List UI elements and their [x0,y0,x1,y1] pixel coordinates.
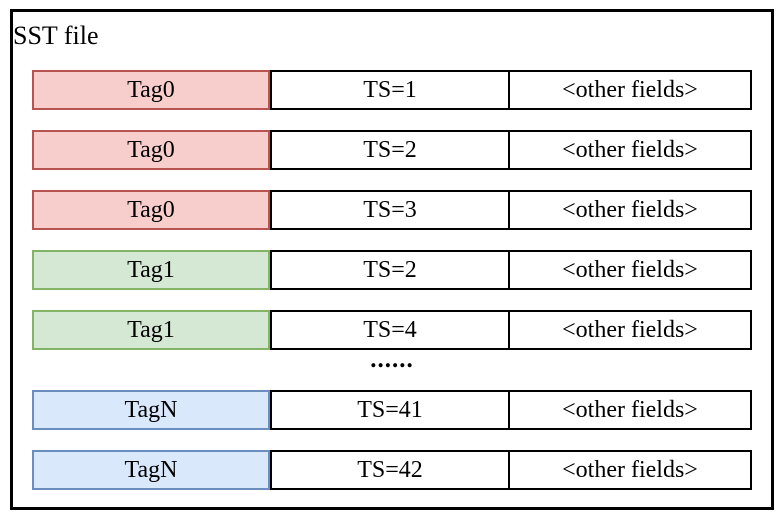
tag-cell: TagN [32,390,270,430]
tag-cell: Tag1 [32,310,270,350]
ts-cell: TS=1 [270,70,510,110]
tag-cell: TagN [32,450,270,490]
tag-cell: Tag0 [32,70,270,110]
tag-cell: Tag0 [32,190,270,230]
other-fields-cell: <other fields> [508,250,752,290]
other-fields-cell: <other fields> [508,70,752,110]
sst-file-label: SST file [13,21,99,50]
other-fields-cell: <other fields> [508,390,752,430]
other-fields-cell: <other fields> [508,310,752,350]
sst-row: TagN TS=42 <other fields> [32,450,756,490]
ts-cell: TS=4 [270,310,510,350]
ts-cell: TS=2 [270,130,510,170]
other-fields-cell: <other fields> [508,130,752,170]
sst-row: Tag0 TS=1 <other fields> [32,70,756,110]
tag-cell: Tag1 [32,250,270,290]
ts-cell: TS=42 [270,450,510,490]
sst-row: Tag1 TS=4 <other fields> [32,310,756,350]
ts-cell: TS=3 [270,190,510,230]
ts-cell: TS=2 [270,250,510,290]
other-fields-cell: <other fields> [508,190,752,230]
ts-cell: TS=41 [270,390,510,430]
sst-row: Tag1 TS=2 <other fields> [32,250,756,290]
other-fields-cell: <other fields> [508,450,752,490]
sst-row: Tag0 TS=2 <other fields> [32,130,756,170]
sst-row: TagN TS=41 <other fields> [32,390,756,430]
sst-row: Tag0 TS=3 <other fields> [32,190,756,230]
tag-cell: Tag0 [32,130,270,170]
ellipsis-row: ...... [370,346,414,373]
